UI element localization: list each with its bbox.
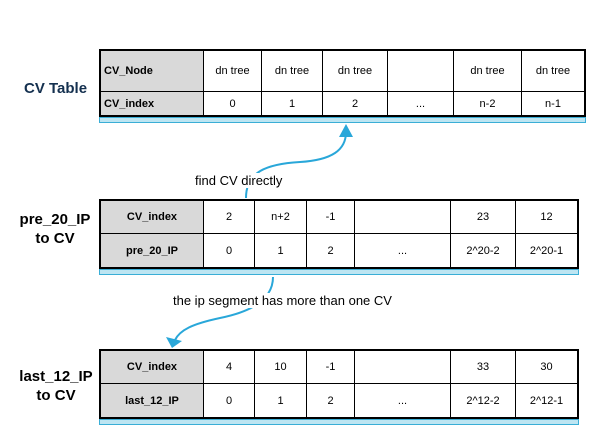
pre-20-ip-label: pre_20_IP to CV bbox=[12, 210, 98, 248]
ip-segment-arrow bbox=[174, 276, 274, 341]
cv-table-stripe bbox=[99, 117, 586, 123]
last-table-cv-cell: 33 bbox=[451, 351, 516, 384]
cv-table-node-cell: dn tree bbox=[522, 51, 584, 92]
pre-20-ip-label-line2: to CV bbox=[35, 230, 75, 247]
pre-20-ip-label-line1: pre_20_IP bbox=[19, 211, 91, 228]
pre-table-ip-cell: ... bbox=[355, 234, 451, 267]
pre-table-ip-cell: 2^20-1 bbox=[529, 244, 564, 257]
last-table-ip-cell: 2^12-1 bbox=[529, 394, 564, 407]
last-table-ip-cell: 0 bbox=[204, 384, 255, 417]
cv-table-index-cell: ... bbox=[388, 92, 454, 115]
find-cv-caption: find CV directly bbox=[193, 173, 285, 188]
pre-table-ip-cell: 1 bbox=[255, 234, 307, 267]
last-12-ip-table: CV_index 4 10 -1 33 30 last_12_IP 0 1 2 … bbox=[99, 349, 579, 419]
cv-table-header-cv-node: CV_Node bbox=[101, 51, 204, 92]
cv-table-index-cell: 1 bbox=[262, 92, 323, 115]
last-table-ip-cell: ... bbox=[355, 384, 451, 417]
pre-table-stripe bbox=[99, 269, 579, 275]
pre-table-cv-cell: 2 bbox=[204, 201, 255, 234]
cv-table-header-cv-index: CV_index bbox=[101, 92, 204, 115]
cv-table-node-cell: dn tree bbox=[454, 51, 522, 92]
last-table-header-last-12-ip: last_12_IP bbox=[101, 384, 204, 417]
last-table-ip-cell: 2^12-2 bbox=[451, 384, 516, 417]
cv-table: CV_Node dn tree dn tree dn tree dn tree … bbox=[99, 49, 586, 117]
last-table-cv-cell: 4 bbox=[204, 351, 255, 384]
last-table-cv-cell: 30 bbox=[516, 351, 577, 384]
ip-segment-arrowhead bbox=[166, 337, 182, 348]
last-table-cv-cell: -1 bbox=[307, 351, 355, 384]
cv-table-index-cell: 0 bbox=[204, 92, 262, 115]
last-table-ip-cell: 2 bbox=[307, 384, 355, 417]
pre-table-ip-cell: 2 bbox=[307, 234, 355, 267]
cv-table-index-cell: n-1 bbox=[545, 97, 561, 110]
pre-table-header-pre-20-ip: pre_20_IP bbox=[101, 234, 204, 267]
cv-table-node-cell: dn tree bbox=[323, 51, 388, 92]
find-cv-arrow bbox=[245, 131, 347, 199]
cv-table-index-cell: 2 bbox=[323, 92, 388, 115]
last-table-stripe bbox=[99, 419, 579, 425]
pre-20-ip-table: CV_index 2 n+2 -1 23 12 pre_20_IP 0 1 2 … bbox=[99, 199, 579, 269]
cv-table-node-cell bbox=[388, 51, 454, 92]
last-12-ip-label: last_12_IP to CV bbox=[10, 367, 102, 405]
pre-table-header-cv-index: CV_index bbox=[101, 201, 204, 234]
find-cv-arrowhead bbox=[339, 124, 353, 137]
last-12-ip-label-line1: last_12_IP bbox=[19, 368, 93, 385]
last-table-header-cv-index: CV_index bbox=[101, 351, 204, 384]
pre-table-cv-cell: 23 bbox=[451, 201, 516, 234]
last-table-cv-cell bbox=[355, 351, 451, 384]
last-table-ip-cell: 1 bbox=[255, 384, 307, 417]
cv-table-index-cell: n-2 bbox=[454, 92, 522, 115]
pre-table-cv-cell bbox=[355, 201, 451, 234]
cv-table-node-cell: dn tree bbox=[262, 51, 323, 92]
cv-table-node-cell: dn tree bbox=[204, 51, 262, 92]
last-table-cv-cell: 10 bbox=[255, 351, 307, 384]
ip-segment-caption: the ip segment has more than one CV bbox=[171, 293, 394, 308]
pre-table-cv-cell: n+2 bbox=[255, 201, 307, 234]
pre-table-ip-cell: 0 bbox=[204, 234, 255, 267]
cv-table-label: CV Table bbox=[24, 80, 88, 97]
pre-table-cv-cell: 12 bbox=[516, 201, 577, 234]
pre-table-cv-cell: -1 bbox=[307, 201, 355, 234]
last-12-ip-label-line2: to CV bbox=[36, 387, 76, 404]
pre-table-ip-cell: 2^20-2 bbox=[451, 234, 516, 267]
